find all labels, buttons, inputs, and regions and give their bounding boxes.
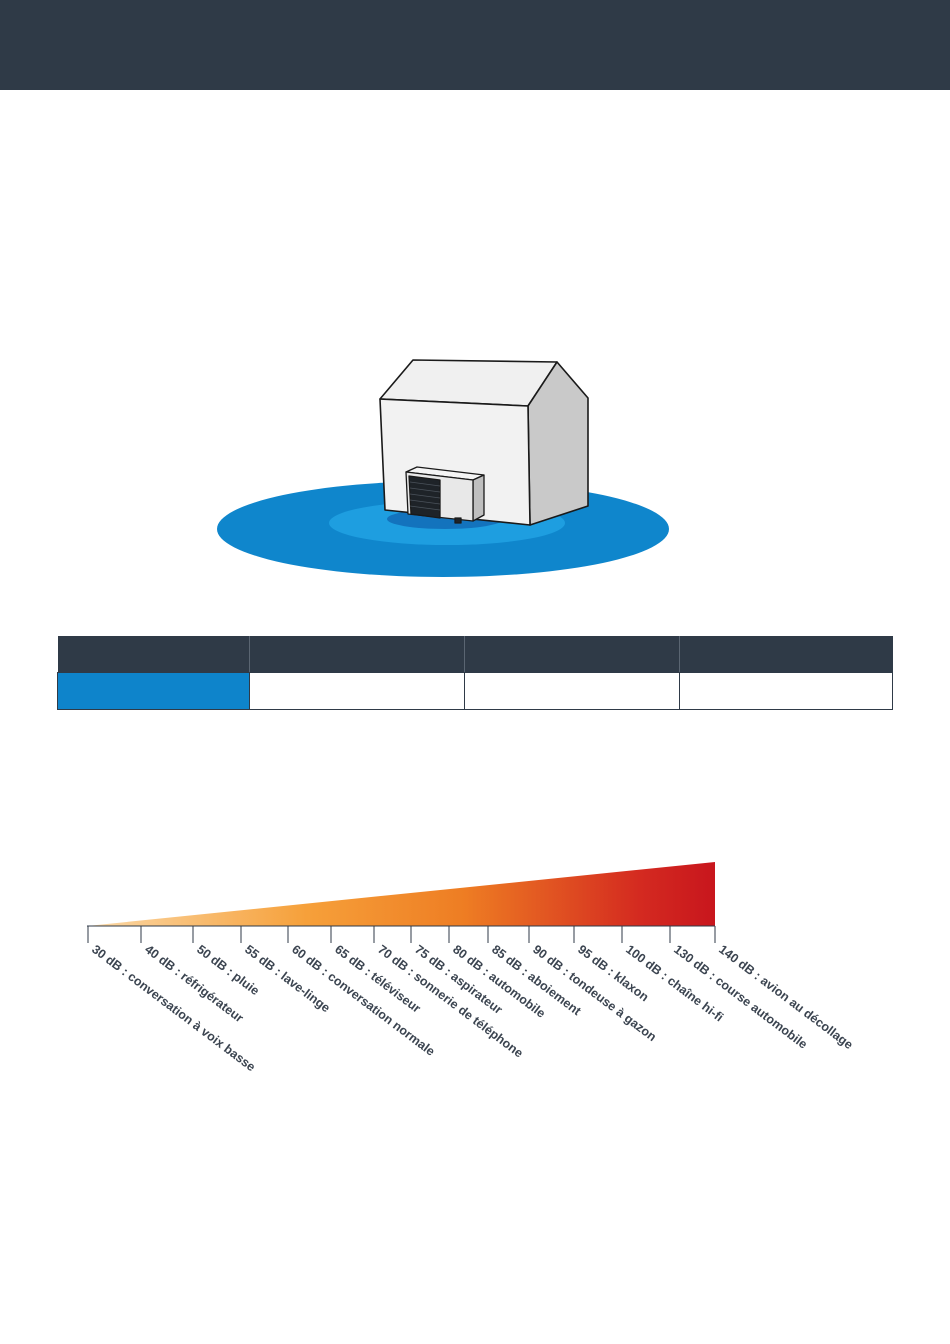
spec-table-header-cell [679,636,893,673]
noise-gradient-wedge [87,862,715,926]
spec-table-header-row [57,636,893,673]
top-banner [0,0,950,90]
spec-table-header-cell [249,636,465,673]
spec-table [57,636,893,710]
spec-table-header-cell [464,636,680,673]
spec-table-cell [248,672,465,710]
spec-table-highlight-cell [57,672,250,710]
scale-label: 40 dB : réfrigérateur [142,942,246,1025]
spec-table-cell [463,672,680,710]
table-row [57,672,893,710]
spec-table-header-cell [57,636,250,673]
heat-pump-unit-icon [405,466,485,524]
heat-pump-fan-grille [408,475,441,519]
house-with-heat-pump-illustration [217,359,669,577]
house-roof [379,359,558,407]
scale-ticks [87,926,716,943]
scale-label: 55 dB : lave-linge [242,942,333,1015]
spec-table-cell [678,672,893,710]
